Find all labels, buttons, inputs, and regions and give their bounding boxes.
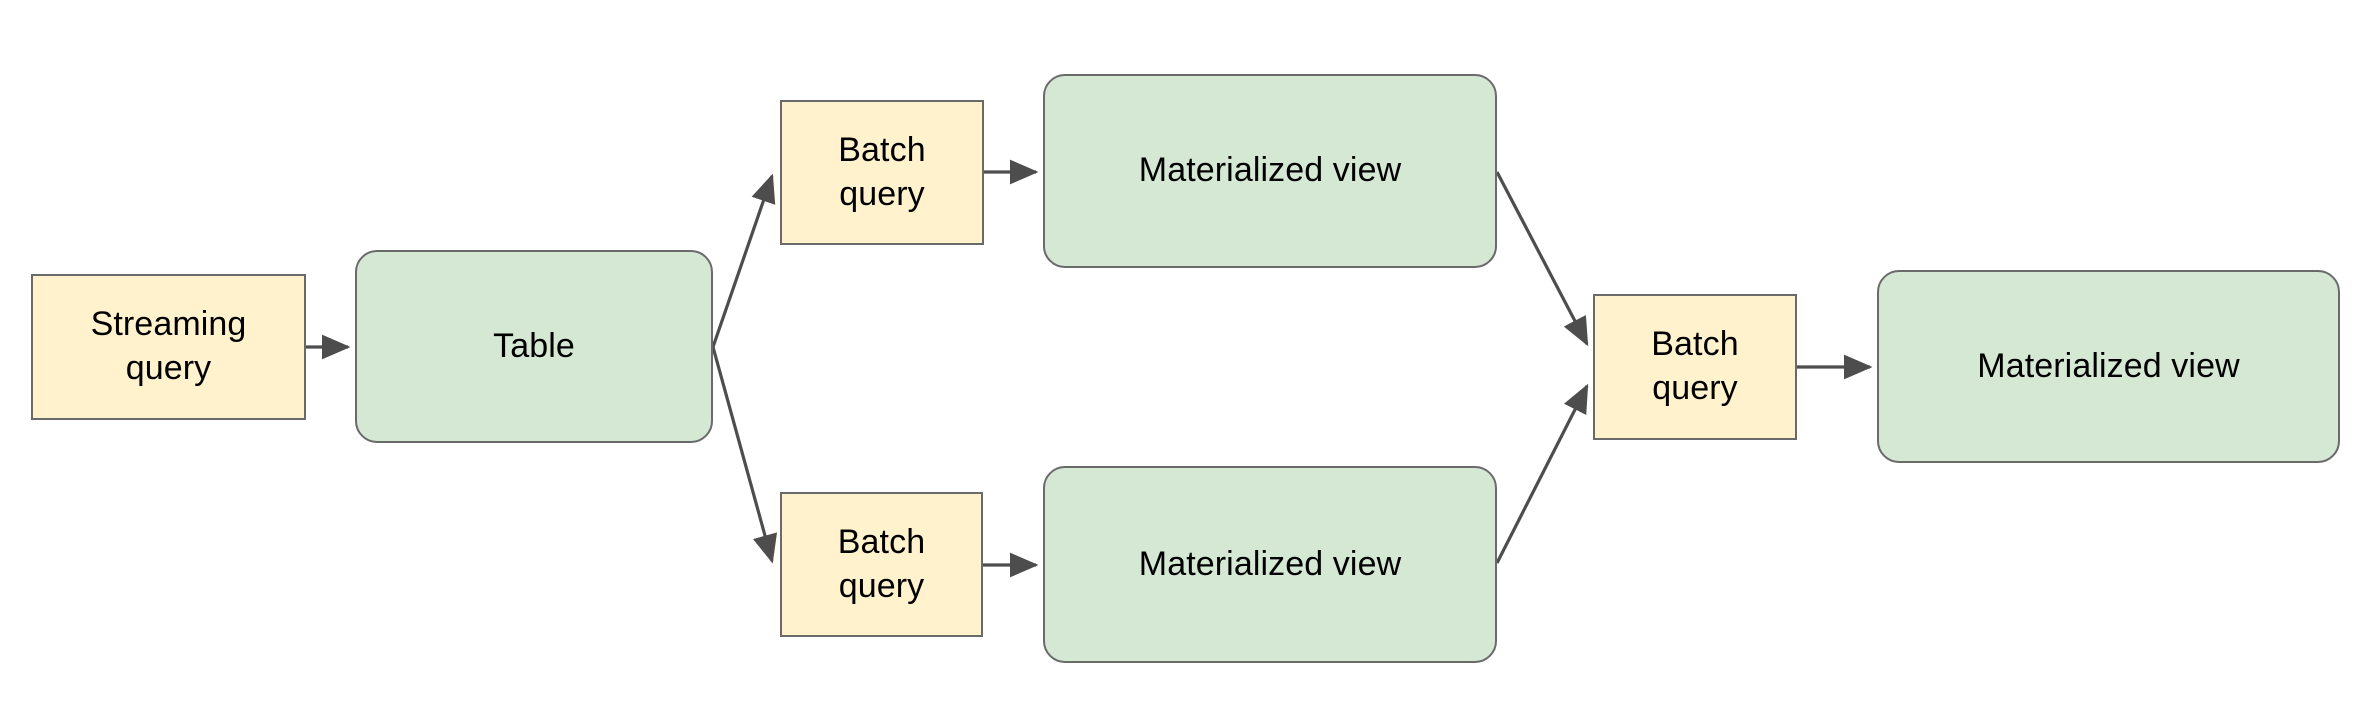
edge-table-to-batch-query-bottom [711,346,778,564]
node-label-materialized-view-bottom: Materialized view [1138,544,1402,583]
node-label-table: Table [493,326,575,365]
node-label-batch-query-center: Batch query [1651,325,1739,407]
node-batch-query-bottom[interactable]: Batch query [780,492,983,637]
node-batch-query-center[interactable]: Batch query [1593,294,1797,440]
node-label-materialized-view-top: Materialized view [1138,151,1402,190]
edge-materialized-view-bottom-to-batch-query-center [1495,383,1589,564]
node-label-streaming-query: Streaming query [90,305,247,387]
node-materialized-view-top[interactable]: Materialized view [1043,74,1497,268]
node-label-batch-query-bottom: Batch query [837,522,926,605]
node-materialized-view-right[interactable]: Materialized view [1877,270,2340,463]
node-label-materialized-view-right: Materialized view [1977,346,2240,385]
node-batch-query-top[interactable]: Batch query [780,100,984,245]
edge-materialized-view-top-to-batch-query-center [1495,171,1589,347]
node-table[interactable]: Table [355,250,713,443]
node-materialized-view-bottom[interactable]: Materialized view [1043,466,1497,663]
node-streaming-query[interactable]: Streaming query [31,274,306,420]
edge-table-to-batch-query-top [711,173,776,348]
node-label-batch-query-top: Batch query [838,130,926,213]
